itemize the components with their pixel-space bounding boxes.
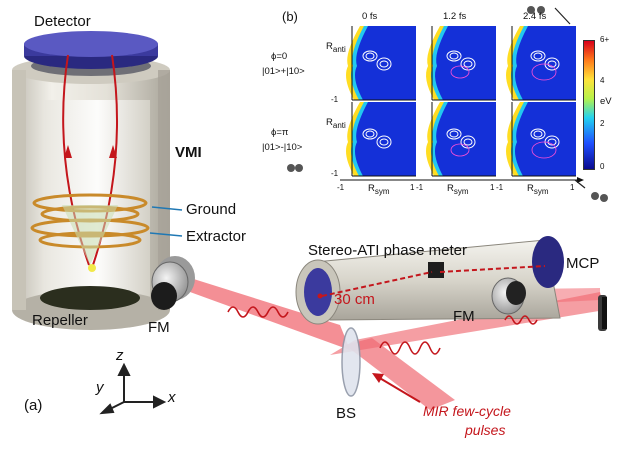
row1-phase: ϕ=π — [271, 127, 289, 138]
map-r0-c1 — [420, 26, 496, 101]
xaxis-0-R: R — [368, 183, 375, 194]
vmi-spectrometer — [12, 31, 170, 330]
detector-label: Detector — [34, 13, 91, 30]
coordinate-axes — [99, 362, 167, 415]
extractor-label: Extractor — [186, 228, 247, 245]
vmi-label: VMI — [175, 144, 202, 161]
fm-right-label: FM — [453, 308, 475, 325]
beam-splitter — [341, 327, 361, 397]
fold-mirror-far-right — [598, 295, 607, 331]
row0-state: |01>+|10> — [262, 66, 305, 77]
xtick-neg-1: -1 — [416, 183, 424, 192]
row0-phase: ϕ=0 — [271, 51, 288, 62]
row0-yaxis-sub: anti — [332, 44, 346, 54]
map-r0-c0 — [340, 26, 416, 101]
panel-b-label: (b) — [282, 9, 298, 24]
focusing-mirror-right — [491, 277, 526, 315]
stereo-ati-label: Stereo-ATI phase meter — [308, 242, 467, 259]
xtick-neg-2: -1 — [496, 183, 504, 192]
row0-yaxis-label: Ranti — [326, 42, 346, 54]
panel-a-label: (a) — [24, 397, 43, 414]
row1-yaxis-sub: anti — [332, 120, 346, 130]
xaxis-label-0: Rsym — [368, 184, 390, 196]
row1-yaxis-label: Ranti — [326, 118, 346, 130]
xaxis-1-R: R — [447, 183, 454, 194]
row1-state: |01>-|10> — [262, 142, 303, 153]
panel-b-axis-arrows — [340, 177, 584, 183]
time-label-2: 2.4 fs — [523, 11, 547, 22]
xtick-pos-1: 1 — [490, 183, 495, 192]
xaxis-label-2: Rsym — [527, 184, 549, 196]
mcp-label: MCP — [566, 255, 600, 272]
xaxis-1-sub: sym — [453, 186, 469, 196]
xaxis-0-sub: sym — [374, 186, 390, 196]
bs-label: BS — [336, 405, 357, 422]
map-r0-c2 — [500, 26, 576, 101]
row1-ytick-neg: -1 — [331, 169, 339, 178]
colorbar-unit: eV — [600, 96, 612, 107]
xaxis-2-R: R — [527, 183, 534, 194]
molecule-icon-top-right — [527, 6, 571, 25]
colorbar-tick-0: 0 — [600, 162, 605, 171]
input-pulse-arrow — [372, 373, 421, 403]
colorbar-tick-4: 4 — [600, 76, 605, 85]
colorbar-tick-2: 2 — [600, 119, 605, 128]
row0-yaxis-R: R — [326, 41, 333, 52]
axis-y-label: y — [96, 379, 104, 396]
extractor-callout — [149, 232, 183, 237]
colorbar-tick-6: 6+ — [600, 35, 610, 44]
focusing-mirror-left — [151, 256, 195, 310]
map-r1-c0 — [340, 102, 416, 177]
xtick-pos-2: 1 — [570, 183, 575, 192]
panel-b-maps — [340, 26, 584, 183]
repeller-label: Repeller — [32, 312, 88, 329]
fm-left-label: FM — [148, 319, 170, 336]
map-r1-c1 — [420, 102, 496, 177]
detector-plate — [24, 31, 158, 69]
row1-yaxis-R: R — [326, 117, 333, 128]
axis-z-label: z — [116, 347, 124, 364]
molecule-icon-left — [287, 164, 303, 172]
axis-x-label: x — [168, 389, 176, 406]
map-r1-c2 — [500, 102, 576, 177]
pulse-waveforms — [227, 306, 538, 355]
xaxis-2-sub: sym — [533, 186, 549, 196]
time-label-1: 1.2 fs — [443, 11, 467, 22]
molecule-icon-bottom-right — [574, 179, 608, 202]
row0-ytick-neg: -1 — [331, 95, 339, 104]
xtick-neg-0: -1 — [337, 183, 345, 192]
xtick-pos-0: 1 — [410, 183, 415, 192]
pulses-label-line2: pulses — [465, 422, 506, 438]
ground-label: Ground — [186, 201, 237, 218]
xaxis-label-1: Rsym — [447, 184, 469, 196]
time-label-0: 0 fs — [362, 11, 378, 22]
distance-label: 30 cm — [334, 291, 375, 308]
energy-colorbar — [583, 40, 595, 170]
pulses-label-line1: MIR few-cycle — [423, 403, 511, 419]
ground-callout — [151, 206, 183, 211]
